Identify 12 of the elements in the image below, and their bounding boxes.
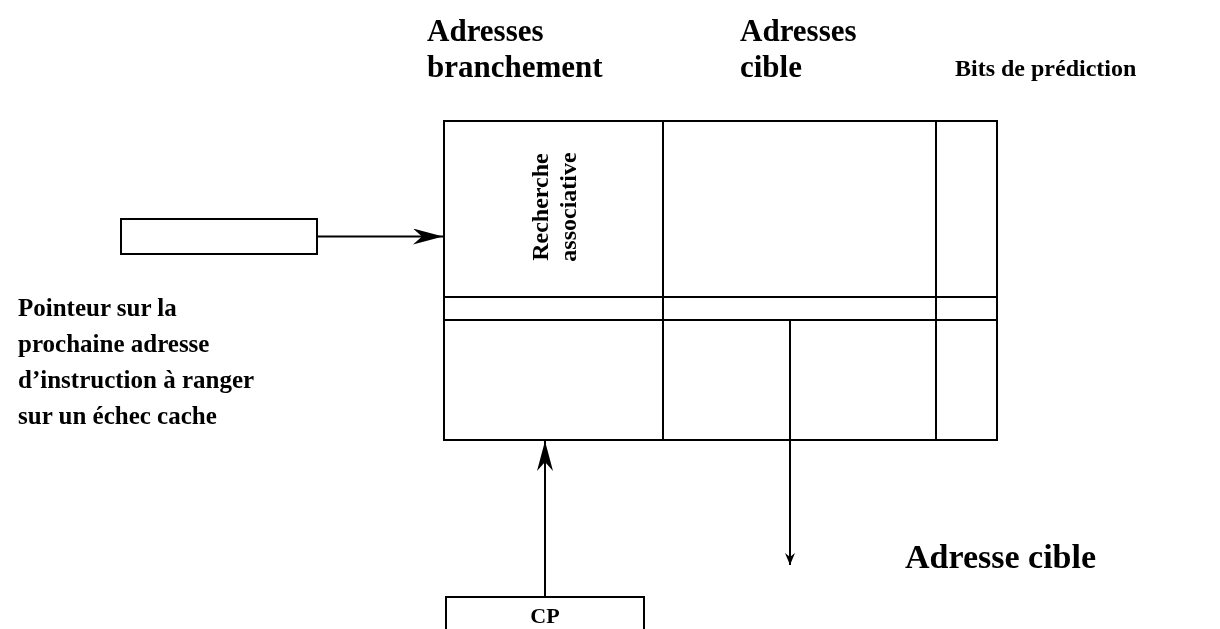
table-row-bar [443, 296, 998, 321]
register-box: CP [445, 596, 645, 629]
column-heading: Bits de prédiction [955, 54, 1138, 83]
node-caption: Pointeur sur la prochaine adresse d’instruction à ranger sur un échec cache [18, 293, 255, 431]
column-heading: Adresses cible [740, 13, 858, 85]
rotated-label: Recherche associative [525, 151, 582, 264]
output-label: Adresse cible [905, 538, 1097, 576]
pointer-box [120, 218, 318, 255]
arrow [537, 440, 553, 597]
arrow [785, 320, 795, 566]
arrow [317, 228, 444, 245]
column-heading: Adresses branchement [427, 13, 604, 85]
